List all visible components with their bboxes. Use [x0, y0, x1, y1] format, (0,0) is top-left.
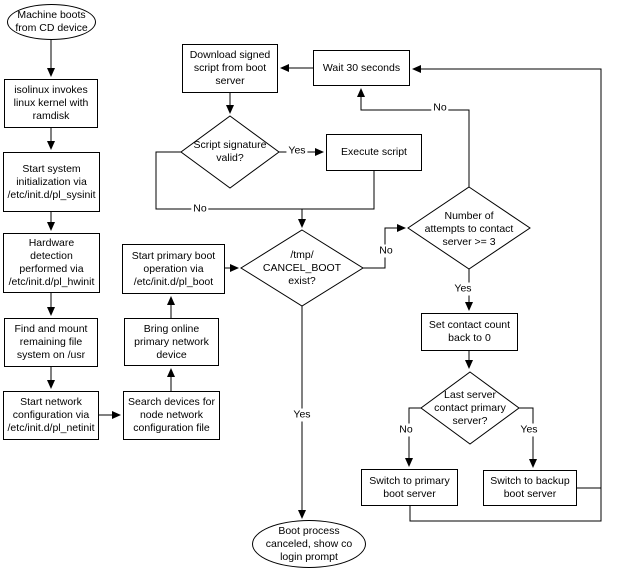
- node-machine-boots-terminator: Machine boots from CD device: [7, 4, 96, 40]
- edge-lastserver-no-to-primary: [405, 407, 421, 467]
- edge-lastserver-yes-to-backup: [519, 407, 537, 468]
- node-switch-primary: Switch to primary boot server: [361, 469, 458, 506]
- decision-cancel-boot-shape: [240, 229, 364, 307]
- label-script-signature-no: No: [191, 202, 209, 216]
- decision-cancel-boot-label: /tmp/ CANCEL_BOOT exist?: [262, 248, 342, 287]
- label-script-signature-yes: Yes: [286, 144, 308, 158]
- node-mount-usr: Find and mount remaining file system on …: [4, 318, 98, 367]
- node-pl-boot: Start primary boot operation via /etc/in…: [122, 244, 225, 294]
- node-bring-online-network: Bring online primary network device: [124, 318, 219, 366]
- decision-attempt-count-shape: [407, 186, 531, 270]
- label-last-server-no: No: [397, 423, 415, 437]
- edge-switch-loop-to-wait: [409, 65, 602, 522]
- edge-sigvalid-no-rail: [155, 151, 302, 210]
- node-pl-netinit: Start network configuration via /etc/ini…: [3, 391, 99, 440]
- decision-script-signature-label: Script signature valid?: [193, 139, 267, 164]
- label-attempt-count-yes: Yes: [452, 282, 474, 296]
- node-pl-sysinit: Start system initialization via /etc/ini…: [3, 152, 100, 212]
- node-search-devices: Search devices for node network configur…: [123, 391, 220, 440]
- node-isolinux: isolinux invokes linux kernel with ramdi…: [4, 79, 98, 128]
- decision-last-server-shape: [420, 371, 520, 445]
- label-cancel-boot-yes: Yes: [291, 408, 313, 422]
- node-download-script: Download signed script from boot server: [182, 44, 278, 93]
- decision-last-server-label: Last server contact primary server?: [434, 388, 506, 427]
- decision-attempt-count-label: Number of attempts to contact server >= …: [424, 209, 514, 248]
- decision-script-signature-shape: [180, 115, 280, 189]
- label-last-server-yes: Yes: [518, 423, 540, 437]
- label-cancel-boot-no: No: [377, 244, 395, 258]
- edge-attempts-no-to-wait: [357, 88, 470, 187]
- node-wait-30-seconds: Wait 30 seconds: [313, 50, 410, 86]
- node-execute-script: Execute script: [326, 134, 422, 171]
- label-attempt-count-no: No: [431, 101, 449, 115]
- node-switch-backup: Switch to backup boot server: [483, 470, 577, 506]
- node-pl-hwinit: Hardware detection performed via /etc/in…: [3, 233, 100, 293]
- node-reset-contact-count: Set contact count back to 0: [421, 313, 518, 351]
- edge-execute-down-rail: [302, 171, 375, 210]
- node-boot-canceled-terminator: Boot process canceled, show co login pro…: [252, 520, 366, 568]
